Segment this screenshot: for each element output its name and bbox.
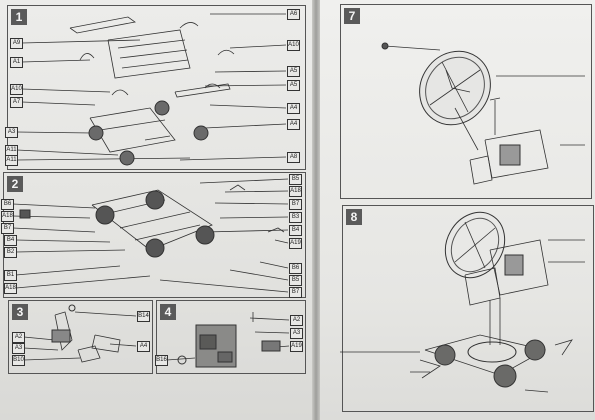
- part-tag: A18: [4, 283, 17, 294]
- step-7-number: 7: [344, 8, 360, 24]
- part-tag: A10: [10, 84, 23, 95]
- step-8-number: 8: [346, 209, 362, 225]
- part-tag: A11: [5, 155, 18, 166]
- part-tag: B2: [4, 247, 17, 258]
- part-tag: B4: [289, 225, 302, 236]
- part-tag: A1: [10, 57, 23, 68]
- part-tag: B3: [289, 212, 302, 223]
- part-tag: B14: [137, 311, 150, 322]
- part-tag: A18: [1, 211, 14, 222]
- part-tag: A19: [290, 341, 303, 352]
- part-tag: B6: [289, 263, 302, 274]
- step-2-chassis-drawing: [19, 184, 285, 251]
- part-tag: B7: [289, 199, 302, 210]
- step-3-seat-drawing: [23, 304, 137, 363]
- step-2-number: 2: [7, 176, 23, 192]
- step-8-vehicle-drawing: [340, 211, 585, 393]
- part-tag: B7: [1, 223, 14, 234]
- part-tag: A4: [287, 103, 300, 114]
- part-tag: B10: [12, 355, 25, 366]
- part-tag: A3: [290, 328, 303, 339]
- part-tag: A5: [287, 66, 300, 77]
- part-tag: A7: [10, 97, 23, 108]
- part-tag: A18: [289, 186, 302, 197]
- part-tag: A4: [287, 119, 300, 130]
- part-tag: A19: [289, 238, 302, 249]
- part-tag: A9: [10, 38, 23, 49]
- part-tag: A3: [12, 343, 25, 354]
- page-fold: [312, 0, 320, 420]
- part-tag: A3: [5, 127, 18, 138]
- part-tag: B5: [289, 275, 302, 286]
- step-8-panel: 8: [342, 205, 594, 412]
- step-4-number: 4: [160, 304, 176, 320]
- part-tag: B5: [289, 174, 302, 185]
- step-3-panel: 3: [8, 300, 153, 374]
- part-tag: A4: [137, 341, 150, 352]
- step-2-leader-lines: [12, 178, 289, 293]
- step-1-panel: 1: [7, 5, 306, 170]
- step-3-number: 3: [12, 304, 28, 320]
- step-1-frame-drawing: [69, 16, 235, 153]
- step-2-panel: 2: [3, 172, 306, 298]
- part-tag: A5: [287, 80, 300, 91]
- part-tag: B1: [4, 270, 17, 281]
- step-4-console-drawing: [166, 312, 290, 368]
- part-tag: A2: [12, 332, 25, 343]
- part-tag: A8: [287, 152, 300, 163]
- step-1-wheels: [88, 100, 209, 166]
- part-tag: B4: [4, 235, 17, 246]
- step-1-number: 1: [11, 9, 27, 25]
- part-tag: A2: [290, 315, 303, 326]
- step-1-leader-lines: [16, 13, 287, 161]
- step-2-wheels: [95, 190, 215, 258]
- part-tag: B6: [1, 199, 14, 210]
- step-4-panel: 4: [156, 300, 306, 374]
- part-tag: A10: [287, 40, 300, 51]
- step-7-radar-drawing: [381, 42, 585, 185]
- part-tag: B16: [155, 355, 168, 366]
- part-tag: B7: [289, 287, 302, 298]
- part-tag: A6: [287, 9, 300, 20]
- step-7-panel: 7: [340, 4, 592, 199]
